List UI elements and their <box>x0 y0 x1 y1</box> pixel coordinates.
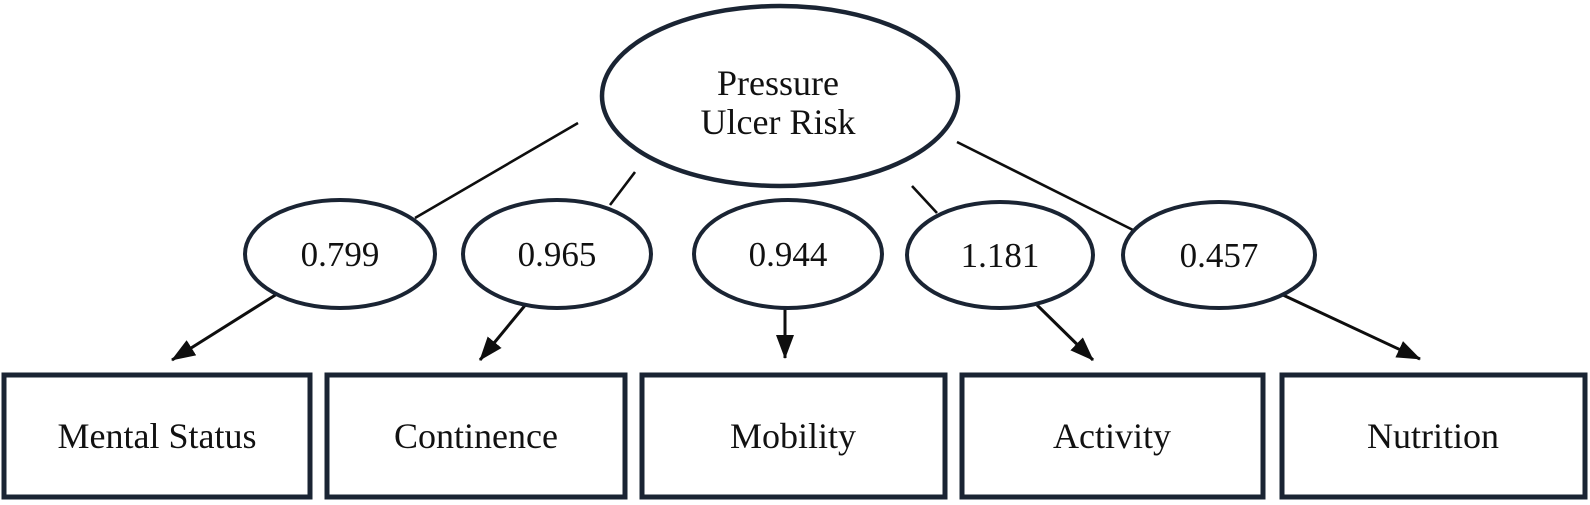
indicator-box-nutrition <box>1279 372 1588 500</box>
indicator-box-activity <box>959 372 1266 500</box>
latent-node-ellipse <box>599 3 961 189</box>
latent-node-label-line1: Pressure <box>717 63 839 103</box>
loading-value-3: 0.944 <box>749 235 828 274</box>
arrow-loading-2-to-continence <box>478 302 529 361</box>
indicator-label-continence: Continence <box>394 416 558 456</box>
arrow-loading-4-to-activity <box>1035 303 1095 362</box>
indicator-label-mobility: Mobility <box>730 416 856 456</box>
indicator-box-mobility <box>639 372 948 500</box>
loading-node-4 <box>905 200 1095 310</box>
loading-value-4: 1.181 <box>961 236 1040 275</box>
loading-node-5 <box>1121 200 1317 310</box>
loading-value-1: 0.799 <box>301 235 380 274</box>
loading-node-3 <box>692 198 884 310</box>
indicator-label-activity: Activity <box>1053 416 1171 456</box>
loading-node-2 <box>461 198 653 310</box>
path-latent-to-loading-1 <box>414 121 579 220</box>
path-latent-to-loading-5 <box>956 140 1134 232</box>
path-latent-to-loading-2 <box>608 171 637 206</box>
loading-node-1 <box>243 198 437 310</box>
path-latent-to-loading-4 <box>911 185 938 214</box>
loading-value-2: 0.965 <box>518 235 597 274</box>
latent-node-label-line2: Ulcer Risk <box>701 102 856 142</box>
indicator-box-continence <box>324 372 628 500</box>
arrow-loading-5-to-nutrition <box>1282 293 1421 361</box>
arrow-loading-1-to-mental-status <box>171 292 278 362</box>
loading-value-5: 0.457 <box>1180 236 1259 275</box>
indicator-box-mental-status <box>1 372 313 500</box>
indicator-label-nutrition: Nutrition <box>1367 416 1499 456</box>
indicator-label-mental-status: Mental Status <box>58 416 257 456</box>
